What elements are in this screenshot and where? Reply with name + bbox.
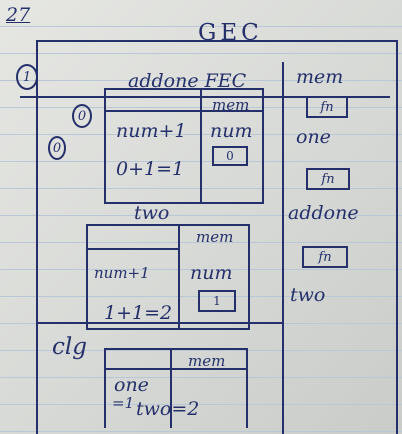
- clg-frame-rule: [104, 368, 248, 370]
- gec-frame: [36, 40, 398, 434]
- addone-fec-calc: 0+1=1: [116, 158, 185, 180]
- frame-marker-0-small: 0: [72, 104, 92, 128]
- addone-fec-num-label: num: [210, 120, 253, 142]
- clg-frame-eq-prefix: =1: [112, 394, 135, 412]
- frame-marker-1: 1: [16, 64, 38, 90]
- gec-mem-label-two: two: [290, 284, 326, 306]
- two-frame-calc: 1+1=2: [104, 302, 173, 324]
- addone-fec-frame: [104, 88, 264, 204]
- clg-frame-divider: [170, 348, 172, 428]
- gec-mem-fn-slot-2: fn: [306, 168, 350, 190]
- clg-frame-mem-header: mem: [188, 352, 226, 370]
- addone-fec-mem-header: mem: [212, 96, 250, 114]
- gec-mem-fn-slot-3: fn: [302, 246, 348, 268]
- clg-top-rule: [36, 322, 282, 324]
- clg-frame-line-one: one: [114, 374, 149, 396]
- clg-frame-line-two: two=2: [136, 398, 200, 420]
- gec-mem-label-addone: addone: [288, 202, 359, 224]
- addone-fec-num-value: 0: [212, 146, 248, 166]
- gec-top-rule: [20, 96, 390, 98]
- gec-mem-header: mem: [296, 66, 344, 88]
- two-frame: [86, 224, 250, 330]
- frame-marker-0: 0: [48, 136, 66, 160]
- clg-title: clg: [52, 334, 87, 360]
- gec-mem-label-one: one: [296, 126, 331, 148]
- two-frame-num-value: 1: [198, 290, 236, 312]
- page-number: 27: [6, 4, 31, 26]
- two-frame-divider: [178, 224, 180, 330]
- addone-fec-rule: [104, 110, 264, 112]
- two-frame-title: two: [134, 202, 170, 224]
- two-frame-expr: num+1: [94, 264, 150, 282]
- clg-frame: [104, 348, 248, 428]
- addone-fec-expr: num+1: [116, 120, 187, 142]
- two-frame-mem-header: mem: [196, 228, 234, 246]
- addone-fec-divider: [200, 88, 202, 204]
- two-frame-num-label: num: [190, 262, 233, 284]
- two-frame-arrow: [86, 248, 178, 250]
- gec-mem-divider: [282, 62, 284, 434]
- addone-fec-title: addone FEC: [128, 70, 247, 92]
- gec-mem-fn-slot-1: fn: [306, 96, 348, 118]
